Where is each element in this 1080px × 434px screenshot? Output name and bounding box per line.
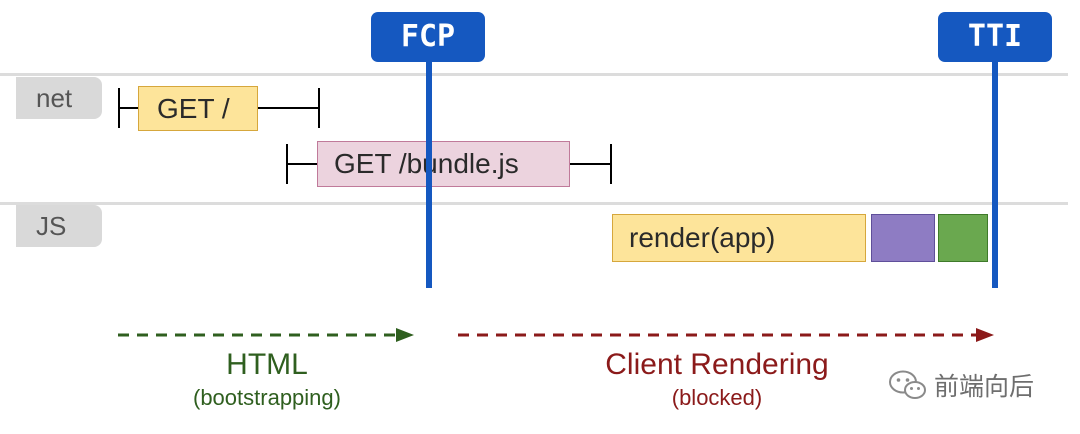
net-row-label: net xyxy=(16,77,102,119)
get-bundle-end-tick xyxy=(610,144,612,184)
get-root-whisker-right xyxy=(258,107,320,109)
watermark: 前端向后 xyxy=(888,367,1034,403)
html-phase-title: HTML xyxy=(226,348,308,381)
fcp-marker: FCP xyxy=(371,12,485,62)
tti-marker: TTI xyxy=(938,12,1052,62)
html-phase-subtitle: (bootstrapping) xyxy=(193,385,341,410)
get-bundle-whisker-left xyxy=(286,163,318,165)
tti-line xyxy=(992,58,998,288)
render-app-task: render(app) xyxy=(612,214,866,262)
client-rendering-phase-label: Client Rendering (blocked) xyxy=(567,346,867,412)
client-rendering-phase-arrow xyxy=(458,328,994,342)
get-root-end-tick xyxy=(318,88,320,128)
client-rendering-title: Client Rendering xyxy=(605,348,829,381)
get-root-whisker-left xyxy=(118,107,140,109)
purple-task-block xyxy=(871,214,935,262)
js-row-separator xyxy=(0,202,1068,205)
get-bundle-whisker-right xyxy=(570,163,612,165)
watermark-text: 前端向后 xyxy=(934,372,1035,401)
get-root-box: GET / xyxy=(138,86,258,131)
net-row-separator xyxy=(0,73,1068,76)
green-task-block xyxy=(938,214,988,262)
client-rendering-subtitle: (blocked) xyxy=(671,385,763,410)
get-bundle-box: GET /bundle.js xyxy=(317,141,570,187)
js-row-label: JS xyxy=(16,205,102,247)
html-phase-arrow xyxy=(118,328,414,342)
wechat-icon xyxy=(889,370,926,399)
html-phase-label: HTML (bootstrapping) xyxy=(117,346,417,412)
fcp-line xyxy=(426,58,432,288)
